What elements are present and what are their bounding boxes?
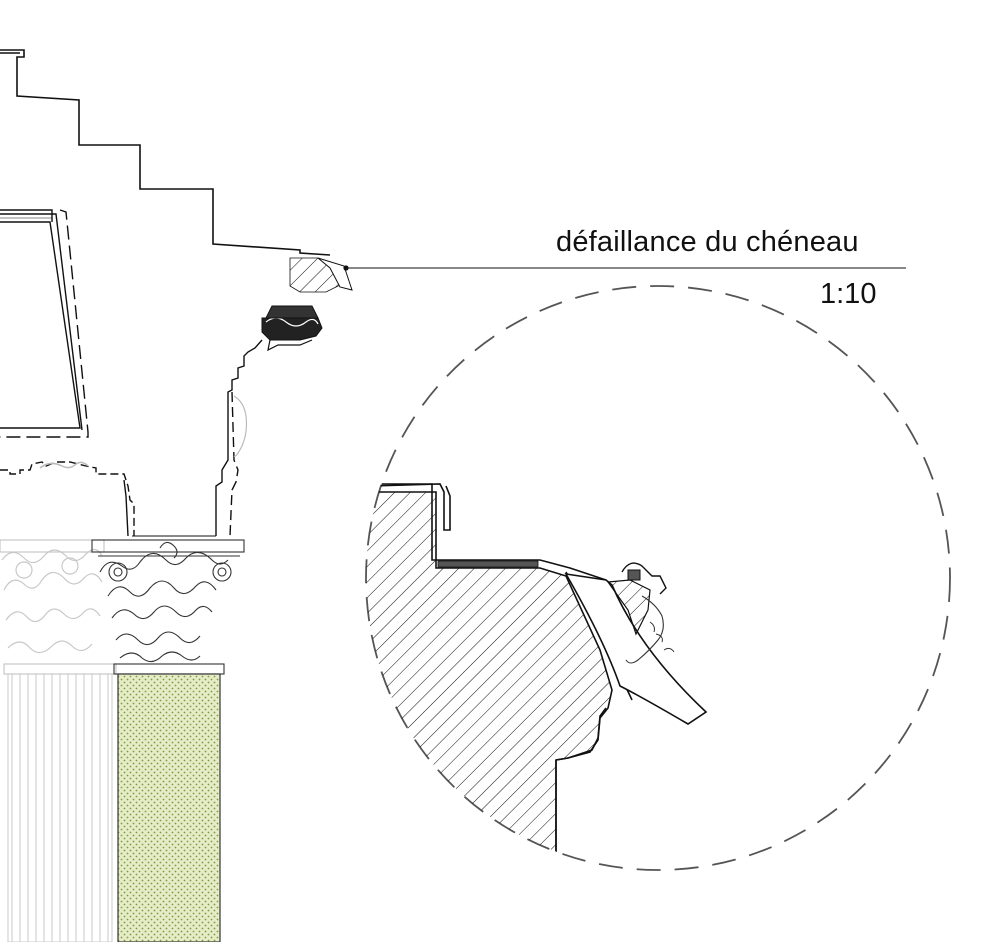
stepped-roof-profile	[0, 49, 331, 256]
fluted-column-shaft-left	[7, 673, 113, 943]
callout-scale: 1:10	[820, 278, 877, 310]
leader-dot	[343, 265, 349, 271]
gutter-lip-block	[627, 569, 641, 581]
gutter-detail-enlarged	[366, 478, 708, 870]
corinthian-capital-right	[91, 539, 245, 675]
corinthian-capital-left	[0, 539, 117, 675]
gutter-detail-small	[289, 257, 353, 293]
membrane-strip	[437, 560, 539, 568]
cornice-console-ornament	[261, 305, 323, 352]
window-frame	[0, 209, 89, 438]
stone-column-shaft-right	[117, 673, 221, 943]
entablature-outline	[0, 461, 135, 537]
callout-label: défaillance du chéneau	[556, 226, 859, 258]
cornice-wall-outline	[215, 339, 263, 537]
